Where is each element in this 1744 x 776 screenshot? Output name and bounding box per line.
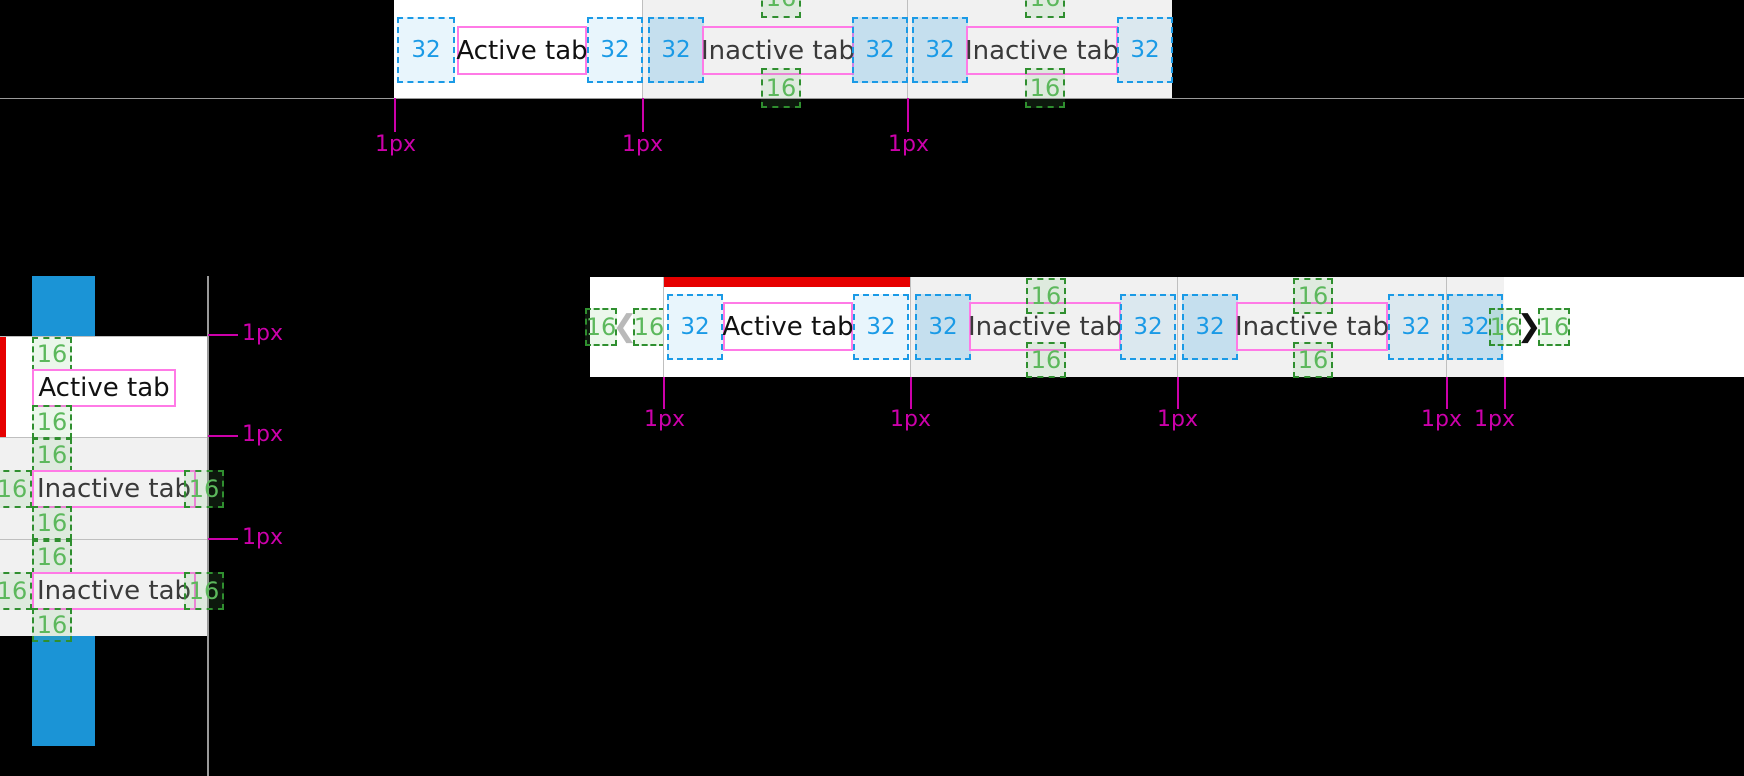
right-measure-label-5: 1px xyxy=(1474,407,1515,432)
top-active-pad-right: 32 xyxy=(587,17,643,83)
right-tab2-gap-bottom: 16 xyxy=(1026,342,1066,378)
left-tab2-gap-bottom: 16 xyxy=(32,506,72,540)
right-active-pad-left: 32 xyxy=(667,294,723,360)
left-measure-label-3: 1px xyxy=(242,525,283,550)
top-tab2-gap-bottom: 16 xyxy=(761,68,801,108)
top-tab2-pad-right: 32 xyxy=(852,17,908,83)
top-tab3-pad-left: 32 xyxy=(912,17,968,83)
right-tab2-pad-left: 32 xyxy=(915,294,971,360)
top-tab3-gap-top: 16 xyxy=(1025,0,1065,18)
right-scroll-left-gap-inner: 16 xyxy=(633,308,665,346)
right-measure-line-5 xyxy=(1504,377,1506,409)
right-scroll-right-pad: 32 xyxy=(1447,294,1503,360)
right-measure-label-3: 1px xyxy=(1157,407,1198,432)
left-measure-line-3 xyxy=(208,538,238,540)
left-tab-active[interactable] xyxy=(0,336,208,438)
top-measure-line-3 xyxy=(907,98,909,132)
right-measure-line-2 xyxy=(910,377,912,409)
left-measure-label-2: 1px xyxy=(242,422,283,447)
left-rule-vertical xyxy=(207,276,209,776)
top-measure-label-1: 1px xyxy=(375,132,416,157)
right-divider-4 xyxy=(1446,277,1447,377)
right-active-indicator xyxy=(664,277,910,287)
top-tab3-label: Inactive tab xyxy=(965,26,1119,75)
left-divider-2 xyxy=(0,437,208,438)
right-measure-label-2: 1px xyxy=(890,407,931,432)
left-tab3-gap-top: 16 xyxy=(32,540,72,574)
right-tab-active[interactable] xyxy=(664,277,910,377)
left-measure-label-1: 1px xyxy=(242,321,283,346)
right-tab3-gap-bottom: 16 xyxy=(1293,342,1333,378)
left-tab2-gap-left: 16 xyxy=(0,470,32,508)
right-tab2-pad-right: 32 xyxy=(1120,294,1176,360)
right-divider-2 xyxy=(910,277,911,377)
left-tab3-gap-bottom: 16 xyxy=(32,608,72,642)
right-divider-1 xyxy=(663,277,664,377)
right-measure-line-1 xyxy=(663,377,665,409)
top-measure-label-3: 1px xyxy=(888,132,929,157)
top-tab2-gap-top: 16 xyxy=(761,0,801,18)
top-tab2-label: Inactive tab xyxy=(701,26,855,75)
left-tab2-label: Inactive tab xyxy=(32,470,196,508)
right-tab3-label: Inactive tab xyxy=(1235,302,1389,351)
left-tab2-gap-top: 16 xyxy=(32,438,72,472)
left-active-indicator xyxy=(0,336,6,438)
right-tab2-gap-top: 16 xyxy=(1026,278,1066,314)
right-tab-active-label: Active tab xyxy=(722,302,854,351)
left-scroll-up-block[interactable] xyxy=(32,276,95,336)
right-scroll-right-gap-outer: 16 xyxy=(1538,308,1570,346)
top-tab-active-label: Active tab xyxy=(456,26,588,75)
left-measure-line-2 xyxy=(208,435,238,437)
top-measure-line-2 xyxy=(642,98,644,132)
top-measure-label-2: 1px xyxy=(622,132,663,157)
right-measure-label-4: 1px xyxy=(1421,407,1462,432)
left-scroll-down-block[interactable] xyxy=(32,636,95,746)
top-measure-line-1 xyxy=(394,98,396,132)
right-scroll-left-button[interactable] xyxy=(590,277,664,377)
top-active-pad-left: 32 xyxy=(397,17,455,83)
left-divider-3 xyxy=(0,539,208,540)
right-divider-3 xyxy=(1177,277,1178,377)
right-scroll-left-gap-outer: 16 xyxy=(585,308,617,346)
left-measure-line-1 xyxy=(208,334,238,336)
right-tab3-pad-right: 32 xyxy=(1388,294,1444,360)
top-tab3-pad-right: 32 xyxy=(1117,17,1173,83)
right-scroll-right-button[interactable] xyxy=(1504,277,1744,377)
left-tab3-label: Inactive tab xyxy=(32,572,196,610)
chevron-right-icon[interactable]: ❯ xyxy=(1516,309,1542,344)
right-measure-line-4 xyxy=(1446,377,1448,409)
right-tab3-gap-top: 16 xyxy=(1293,278,1333,314)
left-tab1-label: Active tab xyxy=(32,369,176,407)
left-tab1-gap-top: 16 xyxy=(32,337,72,371)
right-scroll-right-gap-inner: 16 xyxy=(1489,308,1521,346)
left-tab1-gap-bottom: 16 xyxy=(32,405,72,439)
left-tab3-gap-left: 16 xyxy=(0,572,32,610)
left-divider-1 xyxy=(0,336,208,337)
top-baseline xyxy=(0,98,1744,99)
right-active-pad-right: 32 xyxy=(853,294,909,360)
right-measure-label-1: 1px xyxy=(644,407,685,432)
right-measure-line-3 xyxy=(1177,377,1179,409)
left-tab3-gap-right: 16 xyxy=(184,572,224,610)
right-tab3-pad-left: 32 xyxy=(1182,294,1238,360)
top-tab2-pad-left: 32 xyxy=(648,17,704,83)
right-tab2-label: Inactive tab xyxy=(968,302,1122,351)
left-tab2-gap-right: 16 xyxy=(184,470,224,508)
top-tab3-gap-bottom: 16 xyxy=(1025,68,1065,108)
